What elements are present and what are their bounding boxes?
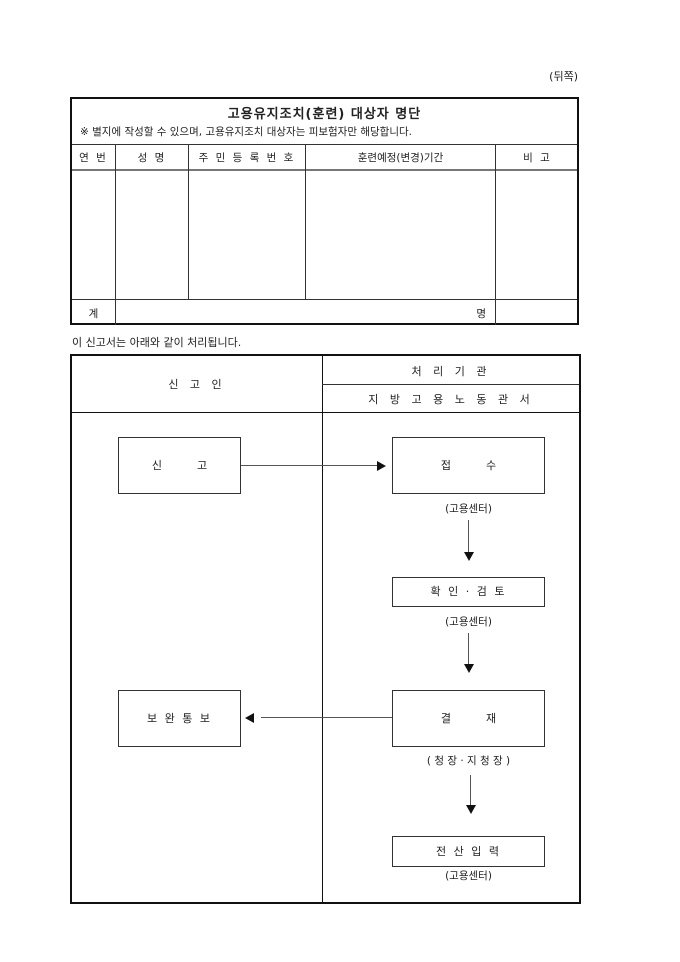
total-label: 계 <box>88 308 99 320</box>
divider <box>72 144 577 145</box>
step-review: 확 인 · 검 토 <box>392 577 545 607</box>
roster-note: ※ 별지에 작성할 수 있으며, 고용유지조치 대상자는 피보험자만 해당합니다… <box>80 126 412 138</box>
step-approve-sub: ( 청 장 · 지 청 장 ) <box>426 755 511 767</box>
divider <box>322 356 323 902</box>
reporter-header: 신 고 인 <box>168 378 226 391</box>
divider <box>322 384 579 385</box>
divider <box>72 169 577 171</box>
arrow-line <box>241 465 377 466</box>
arrow-line <box>261 717 392 718</box>
arrow-down-icon <box>464 664 474 673</box>
col-header-remarks: 비 고 <box>523 152 552 164</box>
divider <box>115 144 116 325</box>
roster-table: 고용유지조치(훈련) 대상자 명단 ※ 별지에 작성할 수 있으며, 고용유지조… <box>70 97 579 325</box>
arrow-right-icon <box>377 461 386 471</box>
total-unit: 명 <box>476 308 486 320</box>
col-header-name: 성 명 <box>137 152 167 164</box>
arrow-down-icon <box>464 552 474 561</box>
step-report: 신 고 <box>118 437 241 494</box>
col-header-training-period: 훈련예정(변경)기간 <box>357 152 444 164</box>
agency-name: 지 방 고 용 노 동 관 서 <box>368 393 534 406</box>
divider <box>305 144 306 300</box>
step-notify: 보 완 통 보 <box>118 690 241 747</box>
arrow-left-icon <box>245 713 254 723</box>
step-receive-sub: (고용센터) <box>445 503 492 515</box>
arrow-line <box>468 633 469 665</box>
divider <box>72 299 577 300</box>
agency-header: 처 리 기 관 <box>411 365 491 378</box>
step-approve: 결 재 <box>392 690 545 747</box>
arrow-line <box>468 520 469 552</box>
process-flow: 신 고 인 처 리 기 관 지 방 고 용 노 동 관 서 신 고 접 수 (고… <box>70 354 581 904</box>
step-data-entry-sub: (고용센터) <box>445 870 492 882</box>
col-header-number: 연 번 <box>79 152 108 164</box>
step-data-entry: 전 산 입 력 <box>392 836 545 867</box>
roster-title: 고용유지조치(훈련) 대상자 명단 <box>227 107 422 122</box>
step-receive: 접 수 <box>392 437 545 494</box>
col-header-resident-id: 주 민 등 록 번 호 <box>198 152 296 164</box>
divider <box>72 412 579 413</box>
page-side-label: (뒤쪽) <box>549 70 578 83</box>
divider <box>188 144 189 300</box>
divider <box>495 144 496 325</box>
arrow-down-icon <box>466 805 476 814</box>
arrow-line <box>470 775 471 805</box>
step-review-sub: (고용센터) <box>445 616 492 628</box>
process-caption: 이 신고서는 아래와 같이 처리됩니다. <box>72 336 242 349</box>
